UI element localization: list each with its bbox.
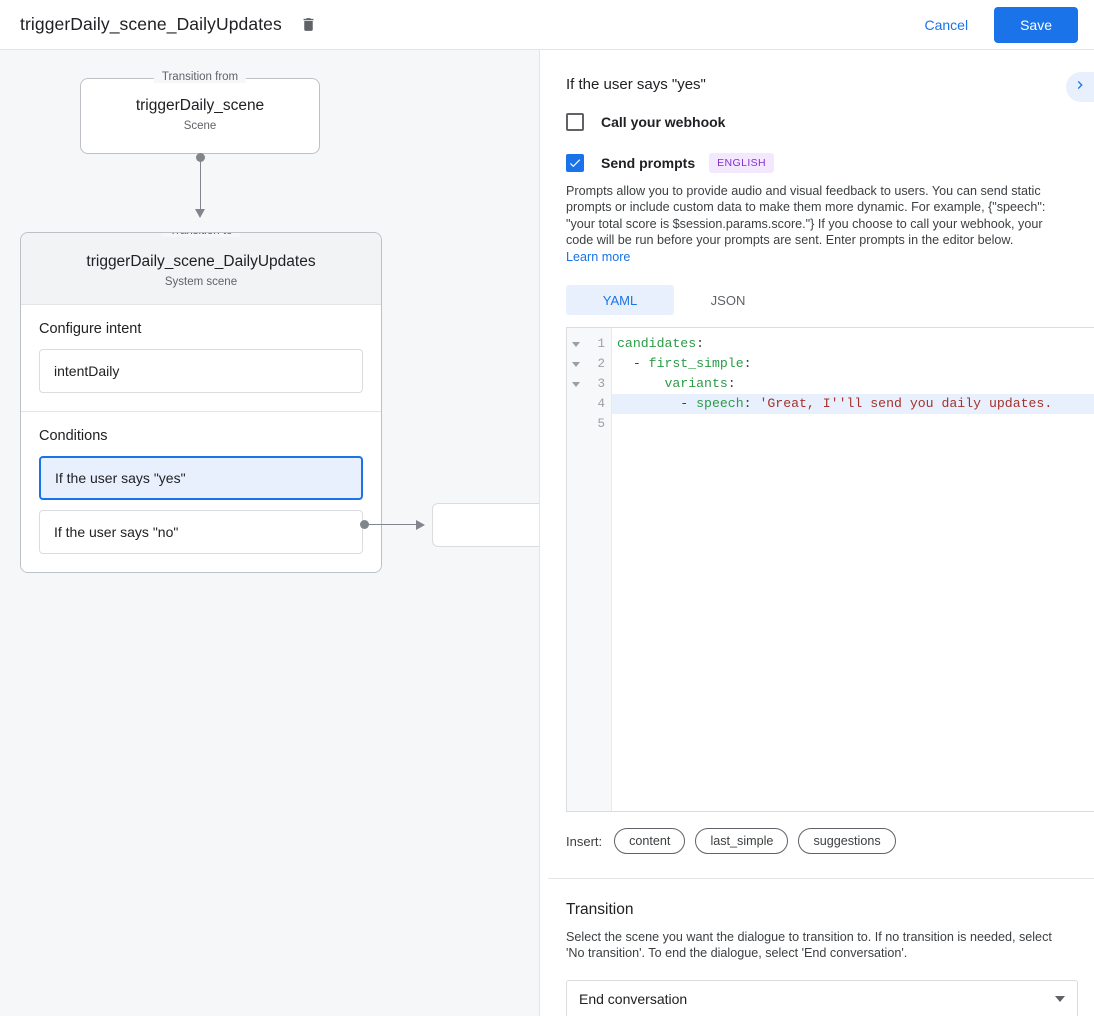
code-token [617, 376, 664, 391]
editor-code-area[interactable]: candidates: - first_simple: variants: - … [612, 328, 1094, 811]
transition-to-legend: Transition to [161, 233, 241, 237]
editor-gutter-line: 1 [567, 334, 611, 354]
insert-label: Insert: [566, 833, 603, 849]
call-webhook-row[interactable]: Call your webhook [541, 113, 1094, 131]
editor-code-line: candidates: [612, 334, 1094, 354]
scene-graph-canvas[interactable]: Transition from triggerDaily_scene Scene… [0, 50, 540, 1016]
transition-to-title: triggerDaily_scene_DailyUpdates [86, 253, 316, 270]
editor-line-number: 1 [597, 337, 605, 352]
code-token: variants [664, 376, 728, 392]
call-webhook-checkbox[interactable] [566, 113, 584, 131]
editor-code-line: - speech: 'Great, I''ll send you daily u… [612, 394, 1094, 415]
fold-triangle-icon[interactable] [572, 381, 580, 387]
prompts-description-text: Prompts allow you to provide audio and v… [566, 184, 1046, 248]
panel-title: If the user says "yes" [566, 76, 706, 93]
editor-line-number: 2 [597, 357, 605, 372]
connector-arrow-right-icon [416, 520, 425, 530]
conditions-label: Conditions [39, 428, 108, 444]
page-title: triggerDaily_scene_DailyUpdates [20, 14, 282, 34]
trash-icon [300, 16, 317, 33]
editor-line-number: 3 [597, 377, 605, 392]
condition-item-no[interactable]: If the user says "no" [39, 510, 363, 554]
cancel-button[interactable]: Cancel [908, 9, 984, 41]
collapse-panel-button[interactable] [1066, 72, 1094, 102]
code-token: - [617, 356, 649, 372]
condition-item-yes[interactable]: If the user says "yes" [39, 456, 363, 500]
fold-triangle-icon[interactable] [572, 361, 580, 367]
transition-select-value: End conversation [579, 990, 688, 1007]
call-webhook-label: Call your webhook [601, 114, 726, 130]
connector-arrow-down-icon [195, 209, 205, 218]
target-node-card[interactable] [432, 503, 539, 547]
fold-triangle-icon[interactable] [572, 341, 580, 347]
send-prompts-label: Send prompts [601, 155, 696, 171]
transition-to-subtitle: System scene [164, 276, 238, 288]
transition-select[interactable]: End conversation [566, 979, 1078, 1016]
editor-gutter-line: 5 [567, 414, 611, 434]
code-token: : [696, 336, 705, 352]
code-token: candidates [617, 336, 697, 352]
tab-yaml[interactable]: YAML [566, 285, 674, 316]
transition-from-legend: Transition from [153, 71, 247, 83]
editor-format-tabs: YAML JSON [566, 285, 1094, 316]
top-bar-actions: Cancel Save [908, 6, 1078, 43]
editor-gutter-line: 3 [567, 374, 611, 394]
code-token: 'Great, I''ll send you daily updates. [759, 396, 1053, 412]
transition-section: Transition Select the scene you want the… [541, 879, 1094, 1016]
transition-from-subtitle: Scene [183, 120, 217, 132]
editor-gutter: 1 2 3 4 5 [567, 328, 612, 812]
editor-gutter-line: 4 [567, 394, 611, 414]
transition-title: Transition [566, 901, 634, 919]
code-token: : [727, 376, 736, 392]
connector-dot-horizontal [360, 520, 369, 529]
chevron-down-icon [1055, 995, 1065, 1002]
prompt-code-editor[interactable]: 1 2 3 4 5 candidates: - first_simple: varian… [566, 327, 1094, 813]
transition-description: Select the scene you want the dialogue t… [566, 930, 1052, 961]
delete-button[interactable] [296, 12, 322, 38]
editor-gutter-line: 2 [567, 354, 611, 374]
check-icon [569, 159, 581, 168]
code-token: : [743, 396, 760, 412]
connector-line-horizontal [368, 524, 418, 525]
transition-to-header: triggerDaily_scene_DailyUpdates System s… [21, 233, 381, 304]
send-prompts-checkbox[interactable] [566, 154, 584, 172]
learn-more-link[interactable]: Learn more [566, 249, 631, 264]
code-token: - [617, 396, 697, 412]
code-token: first_simple [648, 356, 744, 372]
save-button[interactable]: Save [994, 6, 1078, 43]
chevron-right-icon [1072, 77, 1088, 98]
intent-field[interactable]: intentDaily [39, 349, 363, 393]
code-token: : [743, 356, 752, 372]
editor-code-line [612, 414, 1094, 434]
editor-line-number: 4 [597, 397, 605, 412]
insert-chip-content[interactable]: content [614, 828, 686, 855]
insert-chip-suggestions[interactable]: suggestions [798, 828, 896, 855]
top-bar: triggerDaily_scene_DailyUpdates Cancel S… [0, 0, 1094, 50]
insert-chips-row: Insert: content last_simple suggestions [566, 828, 1094, 855]
language-badge: ENGLISH [709, 153, 775, 173]
editor-line-number: 5 [597, 417, 605, 432]
connector-line-vertical [200, 154, 201, 214]
send-prompts-row[interactable]: Send prompts ENGLISH [541, 153, 1094, 173]
transition-from-title: triggerDaily_scene [135, 97, 265, 114]
details-panel: If the user says "yes" Call your webhook… [541, 50, 1094, 1016]
insert-chip-last-simple[interactable]: last_simple [695, 828, 789, 855]
code-token: speech [696, 396, 744, 412]
conditions-section: Conditions If the user says "yes" If the… [21, 411, 381, 572]
section-divider [548, 878, 1094, 880]
panel-header: If the user says "yes" [541, 50, 1094, 93]
configure-intent-label: Configure intent [39, 321, 142, 337]
transition-from-node[interactable]: Transition from triggerDaily_scene Scene [80, 71, 320, 154]
tab-json[interactable]: JSON [710, 292, 746, 308]
transition-to-node[interactable]: Transition to triggerDaily_scene_DailyUp… [20, 232, 382, 573]
editor-code-line: - first_simple: [612, 354, 1094, 374]
prompts-description: Prompts allow you to provide audio and v… [541, 183, 1071, 265]
configure-intent-section: Configure intent intentDaily [21, 304, 381, 411]
editor-code-line: variants: [612, 374, 1094, 394]
